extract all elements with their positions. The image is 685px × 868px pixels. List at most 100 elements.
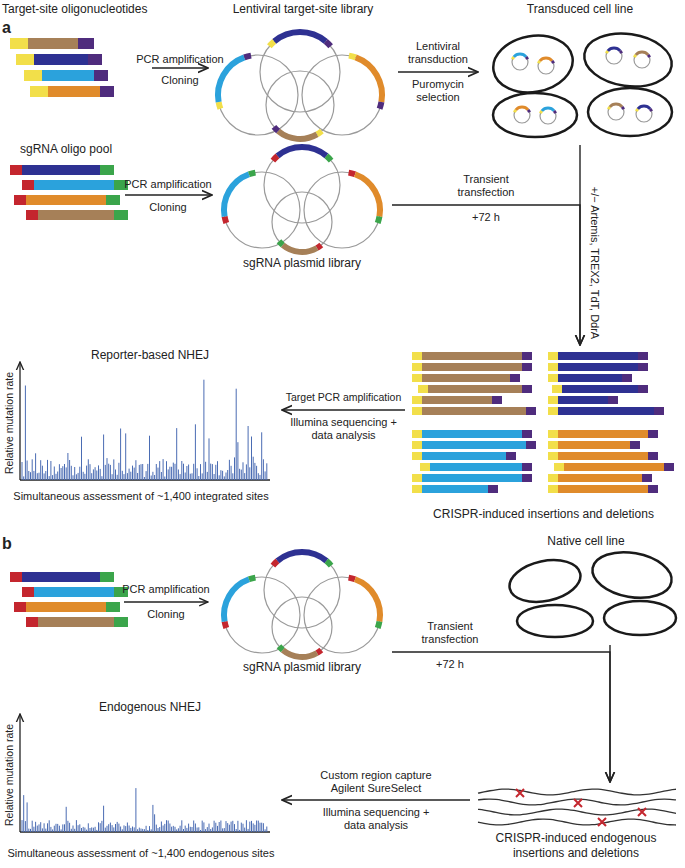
oligo-segment <box>10 38 28 49</box>
step-note: +72 h <box>396 211 576 224</box>
oligo-segment <box>24 70 42 81</box>
plasmid-insert <box>249 578 255 580</box>
plasmid-circle <box>272 597 332 657</box>
cell-outline <box>489 29 578 98</box>
oligo-segment <box>422 441 526 449</box>
plasmid-insert <box>355 174 380 216</box>
process-stage: Reporter-based NHEJRelative mutation rat… <box>0 345 282 505</box>
oligo-segment <box>22 165 100 175</box>
process-stage: Transduced cell line <box>478 0 682 145</box>
oligo-segment <box>526 441 536 449</box>
step-note: Cloning <box>78 201 258 214</box>
plasmid-insert <box>326 41 331 46</box>
oligo-segment <box>554 463 564 471</box>
plasmid-insert <box>219 102 221 109</box>
oligo-segment <box>642 474 652 482</box>
step-label: PCR amplification <box>78 178 258 191</box>
plasmid-insert <box>606 51 607 53</box>
plasmid-insert <box>224 579 249 621</box>
oligo-segment <box>422 474 522 482</box>
stage-caption: Relative mutation rate <box>3 372 16 474</box>
stage-caption: Relative mutation rate <box>3 724 16 826</box>
plasmid-insert <box>620 51 621 53</box>
oligo-segment <box>34 54 88 65</box>
stage-caption: sgRNA oligo pool <box>20 142 125 156</box>
step-note: Illumina sequencing + data analysis <box>286 416 401 442</box>
process-stage: sgRNA plasmid library <box>212 552 392 676</box>
process-arrow <box>392 652 610 782</box>
plasmid-insert <box>540 111 541 113</box>
plasmid-insert <box>610 104 622 107</box>
oligo-segment <box>100 165 114 175</box>
oligo-segment <box>16 54 34 65</box>
plasmid-insert <box>279 646 283 650</box>
plasmid-insert <box>516 107 528 110</box>
oligo-segment <box>548 407 558 415</box>
plasmid-circle <box>636 106 652 122</box>
oligo-segment <box>638 385 648 393</box>
oligo-segment <box>34 180 114 190</box>
chart-bars <box>22 380 267 480</box>
oligo-segment <box>638 352 648 360</box>
plasmid-insert <box>317 245 321 248</box>
oligo-segment <box>522 352 532 360</box>
oligo-segment <box>412 485 422 493</box>
oligo-segment <box>412 374 422 382</box>
plasmid-insert <box>225 217 227 223</box>
oligo-segment <box>648 485 658 493</box>
stage-caption: Simultaneous assessment of ~1,400 integr… <box>2 490 280 503</box>
oligo-segment <box>412 474 422 482</box>
lesion-mark <box>574 799 582 807</box>
oligo-segment <box>522 463 532 471</box>
plasmid-insert <box>528 110 529 112</box>
oligo-segment <box>630 441 640 449</box>
oligo-segment <box>418 385 428 393</box>
plasmid-insert <box>355 579 380 621</box>
oligo-segment <box>26 210 38 220</box>
oligo-segment <box>14 195 26 205</box>
stage-caption: Native cell line <box>490 534 682 548</box>
plasmid-circle <box>634 52 650 68</box>
step-label: PCR amplification <box>90 53 270 66</box>
oligo-segment <box>488 485 498 493</box>
process-arrow <box>282 409 405 410</box>
plasmid-circle <box>512 54 528 70</box>
oligo-segment <box>648 430 658 438</box>
plasmid-insert <box>278 147 327 156</box>
plasmid-insert <box>542 108 554 111</box>
oligo-segment <box>22 180 34 190</box>
process-stage: sgRNA plasmid library <box>212 150 392 272</box>
oligo-segment <box>38 210 114 220</box>
oligo-segment <box>622 374 632 382</box>
plasmid-insert <box>650 109 651 111</box>
plasmid-insert <box>317 131 322 134</box>
step-note: +72 h <box>360 658 540 671</box>
stage-caption: sgRNA plasmid library <box>212 256 392 270</box>
cell-outline <box>493 93 577 137</box>
oligo-segment <box>30 86 48 97</box>
oligo-segment <box>114 210 128 220</box>
stage-caption: Simultaneous assessment of ~1,400 endoge… <box>2 847 280 860</box>
plasmid-circle <box>538 58 554 74</box>
plasmid-insert <box>283 245 317 252</box>
plasmid-insert <box>514 54 526 57</box>
process-stage: CRISPR-induced endogenous insertions and… <box>470 782 682 862</box>
step-note: +/− Artemis, TREX2, TdT, DdrA <box>587 187 600 339</box>
plasmid-insert <box>526 57 527 59</box>
plasmid-insert <box>636 109 637 111</box>
oligo-segment <box>428 385 522 393</box>
cell-outline <box>517 605 593 637</box>
oligo-segment <box>558 374 622 382</box>
plasmid-circle <box>540 108 556 124</box>
oligo-segment <box>548 396 558 404</box>
plasmid-circle <box>224 172 300 248</box>
plasmid-insert <box>554 111 555 113</box>
plasmid-circle <box>304 577 380 653</box>
process-stage: Endogenous NHEJRelative mutation rateSim… <box>0 697 282 862</box>
dna-strand <box>478 789 676 795</box>
plasmid-circle <box>272 192 332 252</box>
plasmid-circle <box>608 104 624 120</box>
oligo-segment <box>14 602 26 612</box>
oligo-segment <box>558 430 648 438</box>
step-note: Cloning <box>76 608 256 621</box>
